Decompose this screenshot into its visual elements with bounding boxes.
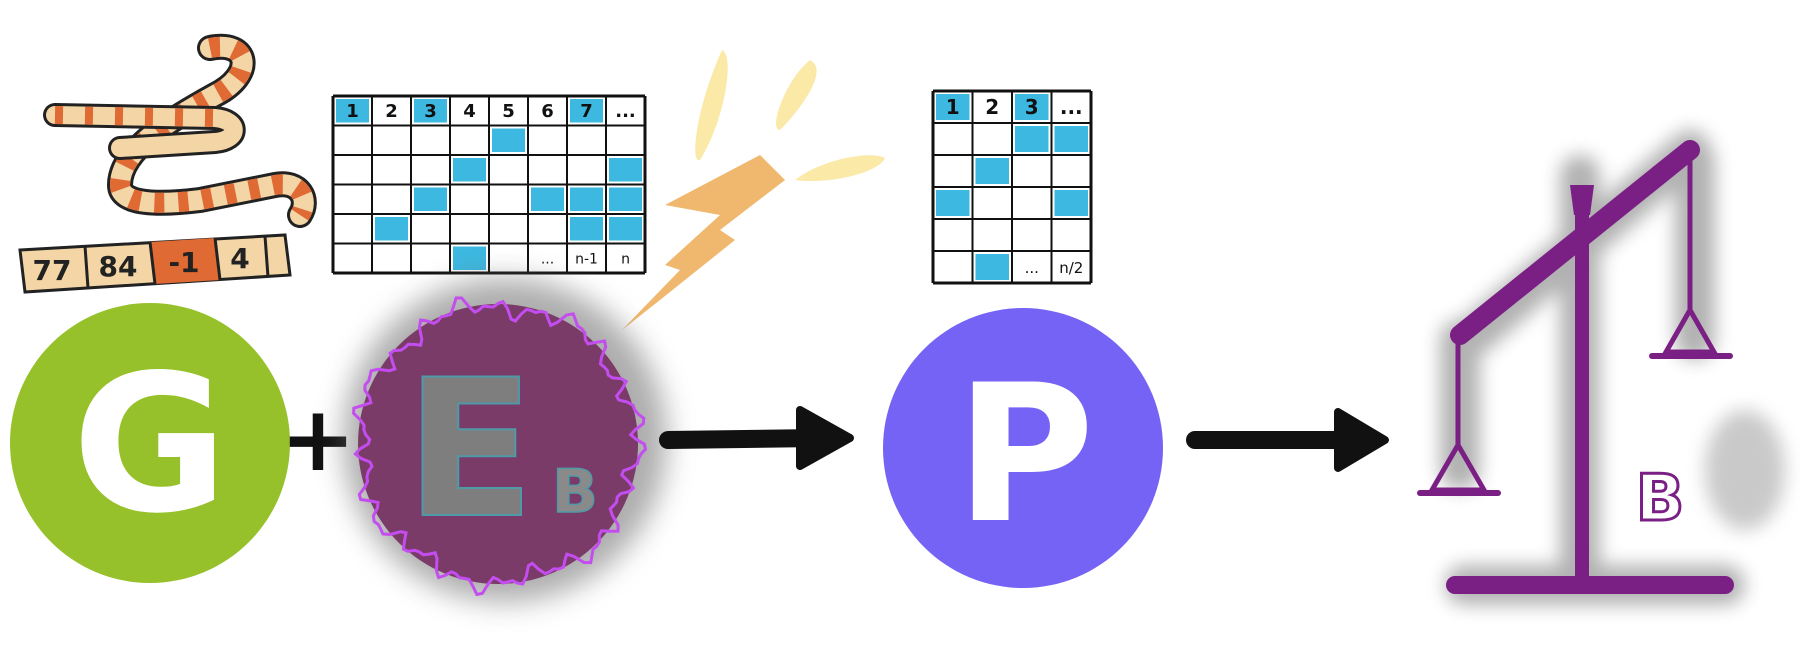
grid-header-highlight bbox=[336, 99, 369, 123]
large-grid-table: 1 2 3 4 5 6 7...... n-1 n bbox=[331, 94, 647, 275]
encoder-subscript: B bbox=[552, 457, 598, 527]
grid-shaded-cell bbox=[570, 217, 603, 241]
grid-header-label: 3 bbox=[1025, 95, 1039, 119]
grid-shaded-cell bbox=[1015, 126, 1049, 152]
grid-shaded-cell bbox=[1054, 126, 1088, 152]
grid-last-row-label: ... bbox=[1025, 259, 1039, 277]
grid-shaded-cell bbox=[531, 187, 564, 211]
grid-header-label: 4 bbox=[463, 101, 476, 122]
grid-header-highlight bbox=[414, 99, 447, 123]
encoder-letter: E bbox=[405, 339, 535, 560]
grid-header-label: 6 bbox=[541, 101, 554, 122]
grid-shaded-cell bbox=[570, 187, 603, 211]
grid-header-label: 2 bbox=[385, 101, 398, 122]
tape-cell-3: 4 bbox=[230, 242, 249, 275]
grid-shaded-cell bbox=[609, 217, 642, 241]
grid-header-highlight bbox=[936, 94, 970, 120]
grid-header-label: 7 bbox=[580, 101, 593, 122]
grid-header-label: 1 bbox=[946, 95, 960, 119]
small-grid-table: 1 2 3...... n/2 bbox=[931, 89, 1093, 285]
grid-last-row-label: n bbox=[621, 252, 630, 268]
grid-shaded-cell bbox=[375, 217, 408, 241]
grid-shaded-cell bbox=[453, 158, 486, 182]
grid-last-row-label: ... bbox=[541, 252, 554, 268]
grid-shaded-cell bbox=[492, 128, 525, 152]
arrow-right-icon bbox=[659, 406, 854, 470]
grid-header-label: 5 bbox=[502, 101, 515, 122]
arrow-right-icon bbox=[1186, 408, 1389, 472]
program-letter: P bbox=[955, 344, 1094, 565]
grid-shaded-cell bbox=[975, 158, 1009, 184]
tape-strip: 77 84 -1 4 bbox=[18, 233, 292, 294]
grid-shaded-cell bbox=[414, 187, 447, 211]
lightning-bolt-icon bbox=[622, 50, 885, 330]
grid-shaded-cell bbox=[936, 190, 970, 216]
grid-last-row-label: n-1 bbox=[575, 252, 598, 268]
grid-header-label: 2 bbox=[985, 95, 999, 119]
tape-cell-2: -1 bbox=[168, 246, 199, 279]
generator-letter: G bbox=[72, 334, 228, 555]
measuring-tape-icon: 77 84 -1 4 bbox=[18, 33, 317, 294]
grid-last-row-label: n/2 bbox=[1059, 259, 1083, 277]
grid-header-label: ... bbox=[615, 101, 636, 122]
generator-node: G bbox=[10, 303, 290, 583]
grid-header-label: 3 bbox=[424, 101, 437, 122]
grid-shaded-cell bbox=[975, 254, 1009, 280]
encoder-node: E B bbox=[343, 278, 667, 602]
balance-scale-icon: B bbox=[1417, 130, 1785, 605]
grid-header-label: ... bbox=[1060, 95, 1083, 119]
grid-header-label: 1 bbox=[346, 101, 359, 122]
tape-cell-1: 84 bbox=[99, 250, 138, 283]
grid-shaded-cell bbox=[609, 158, 642, 182]
encoder-glow-outline bbox=[352, 296, 648, 597]
program-node: P bbox=[883, 308, 1163, 588]
grid-shaded-cell bbox=[609, 187, 642, 211]
grid-header-highlight bbox=[570, 99, 603, 123]
tape-cell-0: 77 bbox=[33, 254, 72, 287]
grid-header-highlight bbox=[1015, 94, 1049, 120]
grid-shaded-cell bbox=[1054, 190, 1088, 216]
grid-shaded-cell bbox=[453, 246, 486, 270]
scale-label: B bbox=[1636, 462, 1685, 536]
